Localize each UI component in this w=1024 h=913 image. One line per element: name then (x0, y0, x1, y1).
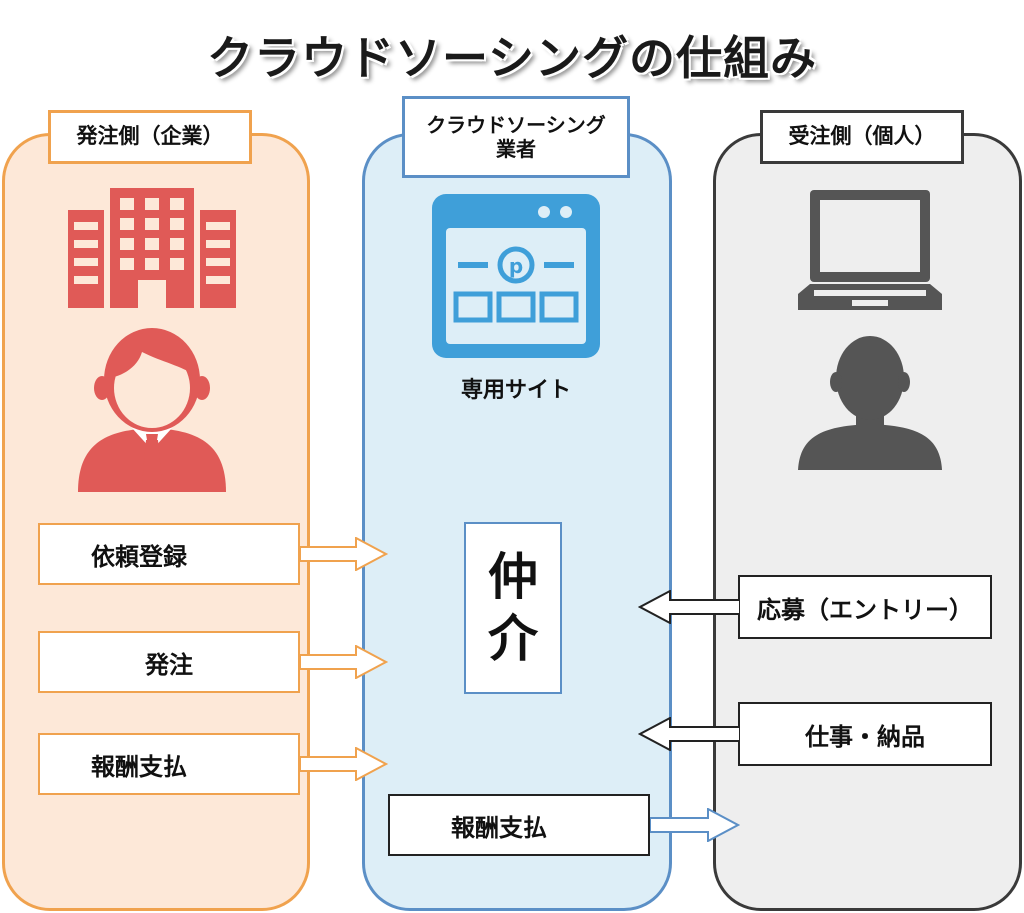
platform-payment-box: 報酬支払 (388, 794, 650, 856)
arrow-right-icon (300, 645, 388, 679)
businessman-icon (78, 328, 226, 492)
worker-column-label: 受注側（個人） (760, 110, 964, 164)
platform-column-label: クラウドソーシング 業者 (402, 96, 630, 178)
client-action-label: 依頼登録 (91, 542, 187, 571)
arrow-right-icon (300, 537, 388, 571)
office-building-icon (68, 188, 236, 308)
client-action-box: 依頼登録 (38, 523, 300, 585)
arrow-right-icon (650, 808, 740, 842)
website-icon: p (432, 194, 600, 358)
svg-text:p: p (509, 254, 523, 278)
diagram-title: クラウドソーシングの仕組み (206, 31, 818, 85)
site-label: 専用サイト (460, 378, 571, 403)
arrow-left-icon (638, 590, 740, 624)
client-action-box: 報酬支払 (38, 733, 300, 795)
worker-action-label: 仕事・納品 (805, 722, 925, 751)
platform-payment-label: 報酬支払 (451, 813, 547, 842)
intermediary-box: 仲 介 (464, 522, 562, 694)
platform-label-line2: 業者 (495, 137, 536, 161)
arrow-left-icon (638, 717, 740, 751)
person-silhouette-icon (798, 336, 942, 470)
client-action-label: 発注 (145, 650, 193, 679)
arrow-right-icon (300, 747, 388, 781)
platform-label-line1: クラウドソーシング (426, 113, 606, 137)
laptop-icon (798, 190, 942, 310)
worker-action-box: 仕事・納品 (738, 702, 992, 766)
intermediary-char-1: 仲 (488, 547, 538, 606)
worker-action-box: 応募（エントリー） (738, 575, 992, 639)
client-column-label: 発注側（企業） (48, 110, 252, 164)
client-action-label: 報酬支払 (91, 752, 187, 781)
client-action-box: 発注 (38, 631, 300, 693)
intermediary-char-2: 介 (488, 610, 538, 668)
worker-action-label: 応募（エントリー） (757, 595, 973, 624)
